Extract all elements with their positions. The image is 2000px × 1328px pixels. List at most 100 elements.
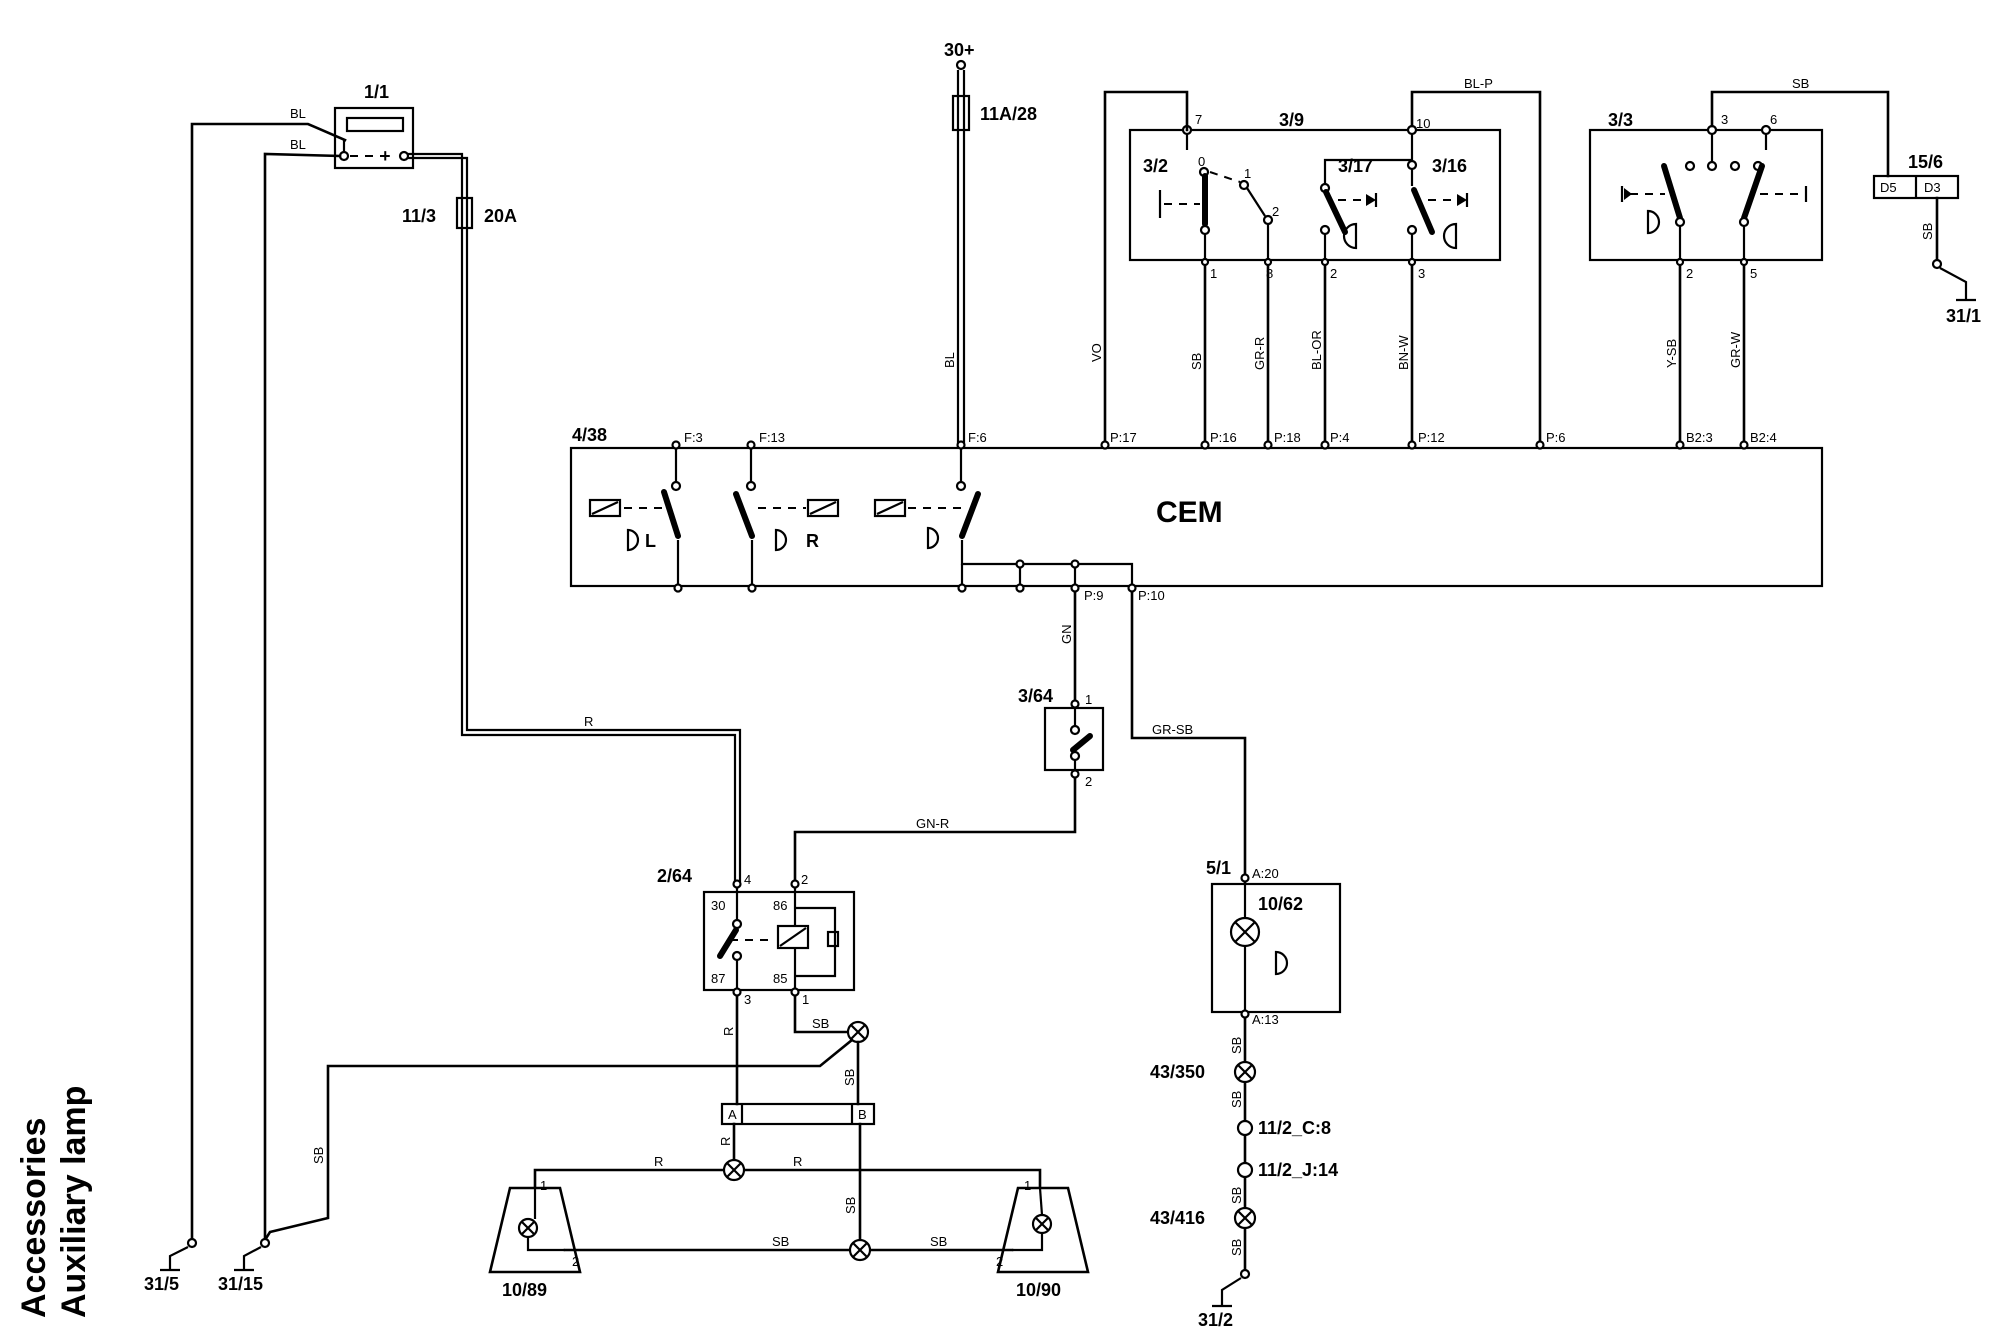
connector-ab: A B <box>720 1102 876 1126</box>
headlamp-switch: 3/3 3 6 2 5 <box>1588 110 1824 281</box>
connector-11-2-j14 <box>1236 1161 1254 1179</box>
svg-text:P:10: P:10 <box>1138 588 1165 603</box>
wire-label-bl-2: BL <box>290 137 306 152</box>
relay-label: 2/64 <box>657 866 692 886</box>
svg-text:P:4: P:4 <box>1330 430 1350 445</box>
ground-31-15: 31/15 <box>218 1274 263 1294</box>
svg-text:L: L <box>645 531 656 551</box>
svg-text:SB: SB <box>1920 223 1935 240</box>
svg-text:R: R <box>793 1154 802 1169</box>
svg-text:3: 3 <box>1721 112 1728 127</box>
fuse-main-rating: 20A <box>484 206 517 226</box>
battery: 1/1 + <box>333 82 415 170</box>
light-switch-module-label: 3/9 <box>1279 110 1304 130</box>
svg-text:0: 0 <box>1198 154 1205 169</box>
lamp-right-label: 10/90 <box>1016 1280 1061 1300</box>
ground-31-1: 31/1 <box>1946 306 1981 326</box>
svg-text:2: 2 <box>1085 774 1092 789</box>
rear-fog-switch-label: 3/16 <box>1432 156 1467 176</box>
combi-module: 5/1 A:20 10/62 A:13 <box>1206 858 1342 1027</box>
wire-gn-r <box>793 776 1077 884</box>
svg-text:4: 4 <box>744 872 751 887</box>
svg-text:R: R <box>654 1154 663 1169</box>
cem-module-label: 4/38 <box>572 425 607 445</box>
ground-31-2: 31/2 <box>1198 1310 1233 1328</box>
svg-text:SB: SB <box>930 1234 947 1249</box>
wire-sb-85 <box>793 994 852 1034</box>
battery-plus: + <box>380 146 391 166</box>
lamp-right: 1 2 10/90 <box>996 1178 1090 1300</box>
svg-text:1: 1 <box>802 992 809 1007</box>
lamp-left-label: 10/89 <box>502 1280 547 1300</box>
fuse-main-label: 11/3 <box>402 206 436 226</box>
svg-text:GN: GN <box>1059 625 1074 645</box>
svg-text:P:17: P:17 <box>1110 430 1137 445</box>
svg-text:SB: SB <box>1189 353 1204 370</box>
wire-r-main-a <box>408 152 737 882</box>
svg-text:1: 1 <box>1210 266 1217 281</box>
wire-sb-ground <box>263 1038 854 1242</box>
svg-text:SB: SB <box>842 1069 857 1086</box>
svg-text:2: 2 <box>996 1254 1003 1269</box>
splice-43-350: 43/350 <box>1150 1060 1257 1084</box>
svg-text:1: 1 <box>1024 1178 1031 1193</box>
svg-text:P:9: P:9 <box>1084 588 1104 603</box>
svg-text:F:3: F:3 <box>684 430 703 445</box>
connector-11-2-c8 <box>1236 1119 1254 1137</box>
svg-text:P:16: P:16 <box>1210 430 1237 445</box>
svg-text:8: 8 <box>1266 266 1273 281</box>
wire-bl-p <box>1410 90 1542 447</box>
svg-text:BL-P: BL-P <box>1464 76 1493 91</box>
svg-text:1: 1 <box>1244 166 1251 181</box>
combi-module-label: 5/1 <box>1206 858 1231 878</box>
svg-text:2: 2 <box>1330 266 1337 281</box>
relay: 2/64 4 2 30 86 87 85 3 1 <box>657 866 856 1007</box>
ground-31-5: 31/5 <box>144 1274 179 1294</box>
wire-bl-1 <box>190 122 347 1242</box>
splice-43-416: 43/416 <box>1150 1206 1257 1230</box>
cem-label: CEM <box>1156 496 1223 529</box>
svg-text:BL-OR: BL-OR <box>1309 330 1324 370</box>
light-switch-module: 3/9 3/2 3/17 3/16 7 10 0 1 2 <box>1128 110 1502 281</box>
svg-text:86: 86 <box>773 898 787 913</box>
svg-text:R: R <box>721 1027 736 1036</box>
svg-text:P:18: P:18 <box>1274 430 1301 445</box>
svg-text:SB: SB <box>812 1016 829 1031</box>
svg-text:B: B <box>858 1107 867 1122</box>
svg-text:43/350: 43/350 <box>1150 1062 1205 1082</box>
ignition-label: 15/6 <box>1908 152 1943 172</box>
svg-text:11/2_C:8: 11/2_C:8 <box>1258 1118 1331 1138</box>
wire-vo <box>1103 90 1189 447</box>
fuse-cem-label: 11A/28 <box>980 104 1037 124</box>
lamp-left: 1 2 10/89 <box>488 1178 582 1300</box>
svg-text:SB: SB <box>772 1234 789 1249</box>
svg-text:2: 2 <box>1272 204 1279 219</box>
title-line-1: Accessories <box>15 1118 53 1318</box>
splice-sb <box>848 1238 872 1262</box>
svg-text:2: 2 <box>572 1254 579 1269</box>
svg-text:F:13: F:13 <box>759 430 785 445</box>
svg-text:P:12: P:12 <box>1418 430 1445 445</box>
splice-relay <box>846 1020 870 1044</box>
svg-text:F:6: F:6 <box>968 430 987 445</box>
svg-text:VO: VO <box>1089 343 1104 362</box>
cem-module: 4/38 CEM F:3 F:13 F:6 P:17 P:16 P:18 P:4… <box>569 425 1824 603</box>
wire-bl-2 <box>263 152 342 1242</box>
svg-text:R: R <box>718 1137 733 1146</box>
svg-text:3: 3 <box>744 992 751 1007</box>
svg-text:P:6: P:6 <box>1546 430 1566 445</box>
svg-text:GR-R: GR-R <box>1252 337 1267 370</box>
svg-text:D3: D3 <box>1924 180 1941 195</box>
battery-label: 1/1 <box>364 82 389 102</box>
svg-text:BN-W: BN-W <box>1396 335 1411 370</box>
light-switch-label: 3/2 <box>1143 156 1168 176</box>
svg-text:A:13: A:13 <box>1252 1012 1279 1027</box>
svg-text:SB: SB <box>1229 1037 1244 1054</box>
fuse-main <box>455 196 474 230</box>
svg-text:SB: SB <box>1229 1091 1244 1108</box>
svg-text:SB: SB <box>1792 76 1809 91</box>
wire-gr-sb <box>1130 590 1247 878</box>
svg-text:SB: SB <box>311 1147 326 1164</box>
fuse-cem <box>951 94 971 132</box>
wire-sb-ign <box>1710 90 1890 178</box>
